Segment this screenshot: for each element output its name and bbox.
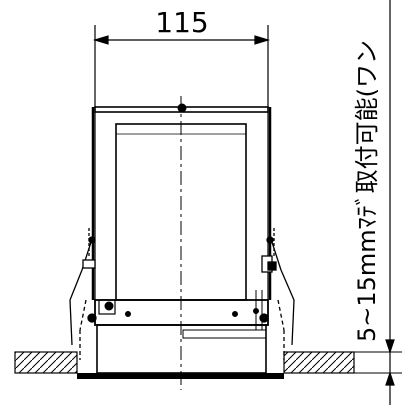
width-dimension	[92, 25, 271, 108]
thickness-dimension	[385, 0, 395, 405]
right-mounting-spring	[255, 228, 295, 360]
width-dimension-label: 115	[155, 6, 208, 39]
ceiling-reference-lines	[354, 351, 402, 374]
ceiling-left	[14, 351, 78, 374]
mounting-range-note: 5~15mmﾏﾃﾞ取付可能(ワン	[353, 40, 381, 342]
ceiling-right	[283, 351, 355, 374]
left-mounting-spring	[69, 228, 97, 360]
